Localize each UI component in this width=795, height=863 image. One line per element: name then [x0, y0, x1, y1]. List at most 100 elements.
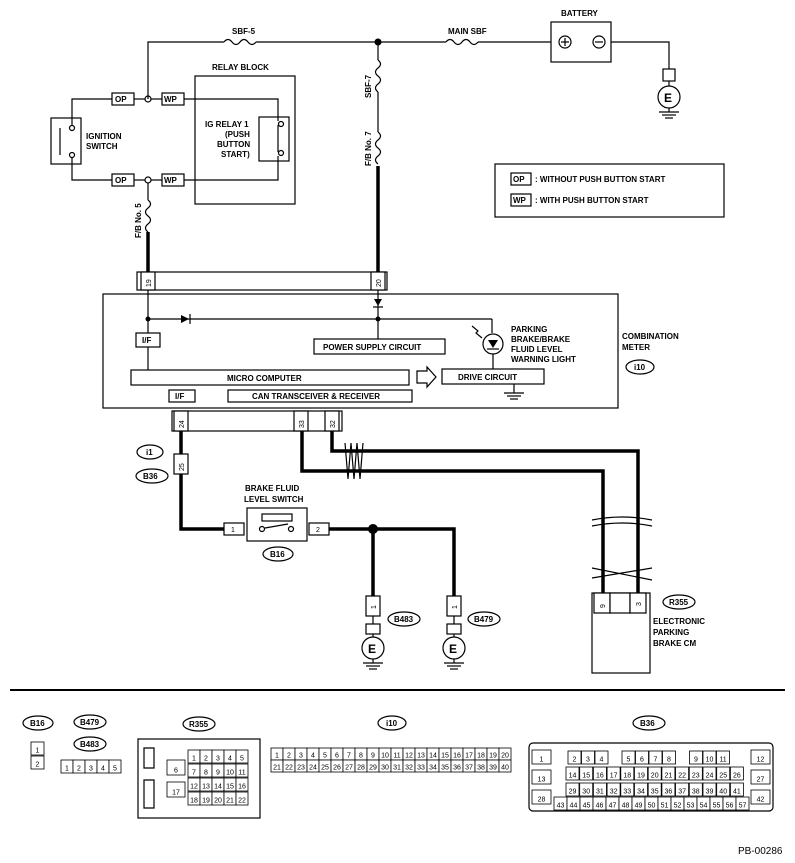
ground-b479-e: E — [449, 642, 457, 656]
arrow-icon — [416, 365, 437, 389]
b36-pin-label: 45 — [583, 803, 591, 810]
b36-pin-label: 26 — [733, 773, 741, 780]
power-supply-label: POWER SUPPLY CIRCUIT — [323, 343, 421, 352]
b36-pin-cell — [735, 796, 750, 811]
brake-fluid-switch — [246, 507, 308, 542]
b36-pin-label: 3 — [586, 757, 590, 764]
sbf5-label: SBF-5 — [232, 27, 256, 36]
ig-relay-label-4: START) — [221, 150, 250, 159]
b36-pin-label: 50 — [648, 803, 656, 810]
b36-pin-cell — [606, 766, 621, 781]
b36-pin-cell — [581, 750, 595, 765]
fuse-fb5 — [144, 199, 152, 233]
r355-pin-label: 1 — [192, 756, 196, 763]
pin-32: 32 — [330, 420, 337, 428]
r355-pin-label: 12 — [190, 784, 198, 791]
b36-pin-label: 29 — [569, 789, 577, 796]
ground-b483-e: E — [368, 642, 376, 656]
main-sbf-label: MAIN SBF — [448, 27, 487, 36]
b36-pin-label: 52 — [674, 803, 682, 810]
i10-pin-label: 9 — [371, 753, 375, 760]
can-label: CAN TRANSCEIVER & RECEIVER — [252, 392, 380, 401]
switch-pin-1-label: 1 — [231, 527, 235, 534]
b36-pin-label: 23 — [692, 773, 700, 780]
b36-pin-cell — [594, 750, 609, 765]
i10-pin-label: 33 — [417, 765, 425, 772]
b36-left-cell — [531, 769, 552, 785]
b36-pin-label: 34 — [637, 789, 645, 796]
switch-pin-2-label: 2 — [316, 527, 320, 534]
i10-pin-label: 3 — [299, 753, 303, 760]
r355-pin-label: 3 — [216, 756, 220, 763]
b36-pin-label: 36 — [665, 789, 673, 796]
b16-pin-label: 2 — [36, 762, 40, 769]
b36-right-cell — [750, 789, 771, 805]
b36-pin-label: 37 — [678, 789, 686, 796]
b36-badge — [135, 468, 169, 484]
i10-pin-label: 26 — [333, 765, 341, 772]
epb-label-1: ELECTRONIC — [653, 617, 705, 626]
r355-pin-label: 2 — [204, 756, 208, 763]
relay-block — [194, 75, 296, 205]
i1-badge — [136, 444, 164, 460]
b36-pin-cell — [647, 782, 662, 797]
b483-badge — [387, 611, 421, 627]
r355-pin-label: 10 — [226, 770, 234, 777]
b36-pin-label: 21 — [665, 773, 673, 780]
b36-left-label: 1 — [540, 757, 544, 764]
b36-pin-label: 44 — [570, 803, 578, 810]
b36-pin-label: 20 — [651, 773, 659, 780]
b36-pin-cell — [689, 750, 703, 765]
legend-box — [494, 163, 725, 218]
r355-pin-label: 8 — [204, 770, 208, 777]
parking-label-1: PARKING — [511, 325, 547, 334]
wire-top-left — [147, 41, 224, 99]
i10-pin-label: 15 — [441, 753, 449, 760]
b36-pin-label: 55 — [713, 803, 721, 810]
b36-label: B36 — [143, 472, 158, 481]
i10-pin-label: 35 — [441, 765, 449, 772]
twisted-pair-icon — [344, 442, 364, 480]
b16-pin-cell — [30, 741, 45, 756]
i10-label: i10 — [634, 363, 646, 372]
b36-pin-cell — [675, 782, 689, 797]
i10-pin-label: 40 — [501, 765, 509, 772]
b36-pin-cell — [565, 782, 580, 797]
brake-fluid-label-2: LEVEL SWITCH — [244, 495, 304, 504]
twist-mark-2 — [591, 567, 653, 581]
b36-right-cell — [750, 769, 771, 785]
fuse-sbf7 — [374, 59, 382, 93]
b36-pin-cell — [620, 766, 635, 781]
fb7-label: F/B No. 7 — [364, 131, 373, 166]
b36-pin-label: 51 — [661, 803, 669, 810]
b36-pin-label: 15 — [582, 773, 590, 780]
r355-view-label: R355 — [189, 720, 209, 729]
b36-pin-cell — [647, 766, 662, 781]
b36-pin-cell — [702, 766, 717, 781]
i10-view-label: i10 — [386, 719, 398, 728]
b36-pin-label: 53 — [687, 803, 695, 810]
r355-pin-label: 19 — [202, 798, 210, 805]
b36-pin-label: 7 — [654, 757, 658, 764]
i10-pin-label: 28 — [357, 765, 365, 772]
legend-wp-code: WP — [513, 196, 527, 205]
i10-pin-label: 4 — [311, 753, 315, 760]
b483-label: B483 — [394, 615, 414, 624]
i10-pin-label: 5 — [323, 753, 327, 760]
b36-pin-label: 54 — [700, 803, 708, 810]
parking-label-4: WARNING LIGHT — [511, 355, 576, 364]
i10-pin-label: 14 — [429, 753, 437, 760]
epb-pin-3: 3 — [636, 602, 643, 606]
ig-relay-1 — [258, 116, 290, 162]
i10-pin-label: 24 — [309, 765, 317, 772]
i10-pin-label: 29 — [369, 765, 377, 772]
i10-pin-label: 12 — [405, 753, 413, 760]
can-transceiver — [227, 389, 413, 403]
r355-pin-label: 11 — [238, 770, 245, 777]
r355-side-label: 17 — [172, 790, 180, 797]
b36-pin-cell — [702, 782, 717, 797]
micro-computer-label: MICRO COMPUTER — [227, 374, 302, 383]
b36-pin-label: 33 — [623, 789, 631, 796]
